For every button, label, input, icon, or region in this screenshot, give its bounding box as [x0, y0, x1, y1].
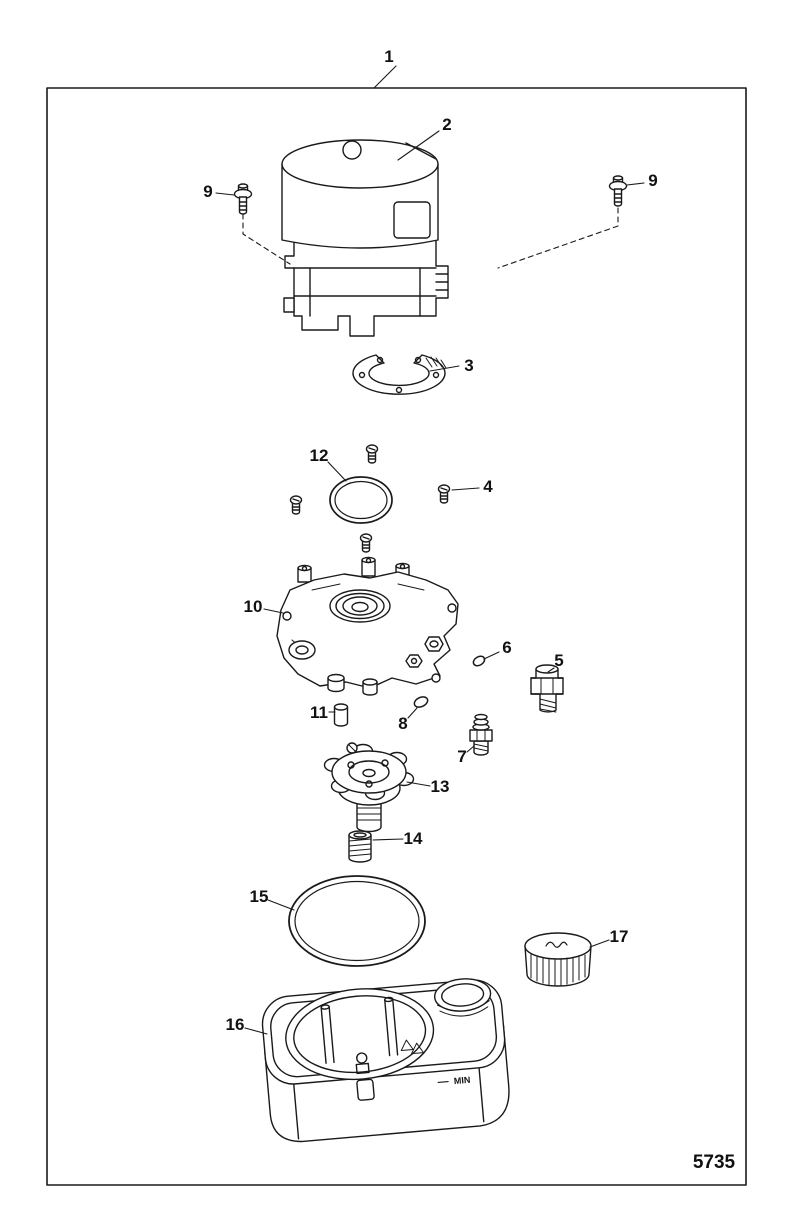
callout-11: 11 [310, 703, 328, 722]
screw-4c [437, 484, 451, 504]
part-4-screws [289, 444, 451, 553]
callout-13: 13 [431, 777, 450, 796]
part-6-o-ring [472, 655, 486, 667]
callout-16: 16 [226, 1015, 245, 1034]
part-17-fill-cap [524, 932, 592, 987]
callout-4: 4 [483, 477, 493, 496]
callout-1: 1 [384, 47, 393, 66]
callout-17: 17 [610, 927, 629, 946]
leader-lines [215, 65, 645, 1035]
leader-6 [483, 651, 500, 660]
oil-symbol-icon [545, 941, 568, 948]
part-12-o-ring [329, 476, 393, 524]
screw-4a [365, 444, 379, 464]
screw-4d [359, 533, 373, 553]
leader-17 [589, 939, 610, 948]
leader-9-right [626, 182, 645, 186]
leader-14 [372, 838, 404, 841]
leader-15 [267, 899, 295, 911]
callout-6: 6 [502, 638, 511, 657]
min-level-marking: MIN [453, 1075, 470, 1086]
part-7-fitting [469, 713, 493, 756]
callout-9-right: 9 [648, 171, 657, 190]
part-5-fitting [530, 664, 564, 713]
part-8-o-ring [413, 696, 429, 708]
screw-4b [289, 495, 303, 515]
figure-code: 5735 [693, 1152, 736, 1173]
leader-dashed-9-right [497, 207, 619, 269]
part-9-screw-right [608, 175, 628, 207]
callout-8: 8 [398, 714, 407, 733]
callout-9-left: 9 [203, 182, 212, 201]
callout-12: 12 [310, 446, 329, 465]
callout-3: 3 [464, 356, 473, 375]
callout-10: 10 [244, 597, 263, 616]
leader-13 [406, 781, 431, 787]
callout-2: 2 [442, 115, 451, 134]
leader-3 [429, 365, 460, 372]
leader-12 [327, 461, 347, 482]
callout-15: 15 [250, 887, 269, 906]
callout-7: 7 [457, 747, 466, 766]
part-10-manifold [276, 556, 459, 696]
leader-9-left [215, 192, 235, 196]
leader-5 [547, 667, 555, 673]
part-16-reservoir: MIN [261, 978, 510, 1143]
part-11-pin [333, 703, 349, 727]
leader-2 [397, 130, 440, 161]
leader-8 [407, 707, 418, 719]
leader-16 [244, 1027, 268, 1035]
part-2-motor-assembly [281, 139, 449, 337]
part-13-pump [323, 742, 415, 833]
leader-4 [451, 487, 480, 491]
callout-5: 5 [554, 651, 563, 670]
callout-14: 14 [404, 829, 423, 848]
part-14-filter [348, 830, 372, 863]
leader-10 [263, 608, 284, 614]
part-9-screw-left [233, 183, 253, 215]
leader-7 [466, 745, 475, 753]
leader-1 [373, 65, 397, 89]
leader-dashed-9-left [242, 213, 291, 265]
part-15-o-ring [288, 875, 426, 967]
part-3-gasket [352, 354, 447, 395]
